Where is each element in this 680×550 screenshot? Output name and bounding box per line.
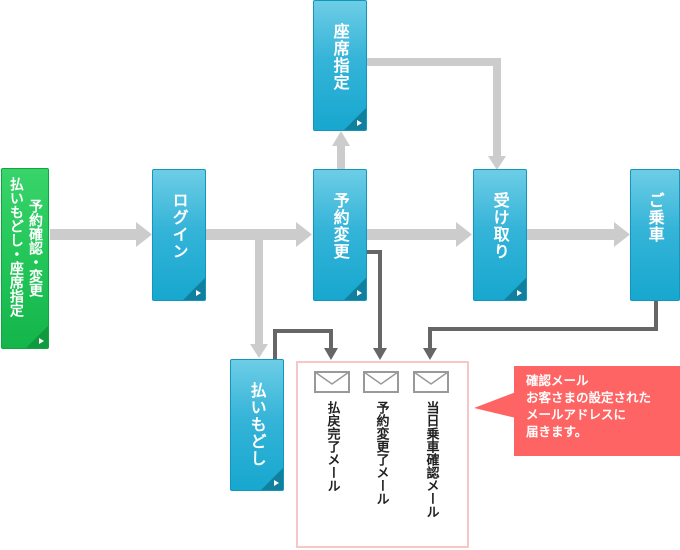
mail-item-refund: 払戻完了メール xyxy=(312,371,352,492)
refund-node-label: 払いもどし xyxy=(247,382,267,467)
flow-connectors xyxy=(50,58,630,358)
arrow-receive-to-board xyxy=(526,222,630,247)
start-node-label-right: 予約確認・変更 xyxy=(27,199,43,297)
mail-label: 当日乗車確認メール xyxy=(423,401,439,518)
board-node-label: ご乗車 xyxy=(645,192,665,243)
callout-line: 確認メール xyxy=(526,373,589,388)
envelope-icon xyxy=(314,371,350,393)
start-node-label-left: 払いもどし・座席指定 xyxy=(7,177,24,317)
envelope-icon xyxy=(413,371,449,393)
arrow-login-to-change xyxy=(206,222,312,247)
chevron-right-icon xyxy=(344,108,366,130)
arrow-refund-to-mail1 xyxy=(273,329,333,360)
mail-label: 払戻完了メール xyxy=(324,401,340,492)
board-node[interactable]: ご乗車 xyxy=(630,169,680,301)
envelope-icon xyxy=(363,371,399,393)
receive-node[interactable]: 受け取り xyxy=(473,169,527,301)
callout-line: メールアドレスに xyxy=(526,407,627,422)
chevron-right-icon xyxy=(26,326,48,348)
mail-label: 予約変更了メール xyxy=(373,401,389,505)
change-node[interactable]: 予約変更 xyxy=(313,169,367,301)
change-node-label: 予約変更 xyxy=(330,192,350,260)
arrow-login-to-refund xyxy=(250,240,268,358)
chevron-right-icon xyxy=(183,278,205,300)
callout-line: お客さまの設定された xyxy=(526,390,652,405)
arrow-change-to-mail2 xyxy=(367,250,382,350)
mail-connectors xyxy=(273,250,658,360)
callout-line: 届きます。 xyxy=(526,424,588,439)
mail-arrowheads xyxy=(324,348,437,360)
start-node[interactable]: 予約確認・変更 払いもどし・座席指定 xyxy=(1,168,49,349)
mail-item-boarding: 当日乗車確認メール xyxy=(411,371,451,518)
chevron-right-icon xyxy=(261,468,283,490)
arrow-change-to-seat xyxy=(332,131,350,169)
arrow-start-to-login xyxy=(50,222,152,247)
info-callout: 確認メール お客さまの設定された メールアドレスに 届きます。 xyxy=(514,366,680,456)
login-node[interactable]: ログイン xyxy=(152,169,206,301)
arrow-change-to-receive xyxy=(366,222,472,247)
login-node-label: ログイン xyxy=(169,192,189,260)
seat-node-label: 座席指定 xyxy=(330,23,350,91)
arrow-board-to-mail3 xyxy=(428,300,658,350)
mail-panel: 払戻完了メール 予約変更了メール 当日乗車確認メール xyxy=(296,361,469,548)
mail-item-change: 予約変更了メール xyxy=(361,371,401,505)
chevron-right-icon xyxy=(504,278,526,300)
callout-tail xyxy=(474,392,516,418)
receive-node-label: 受け取り xyxy=(490,192,510,260)
refund-node[interactable]: 払いもどし xyxy=(230,359,284,491)
arrow-seat-to-receive xyxy=(366,58,506,170)
seat-node[interactable]: 座席指定 xyxy=(313,0,367,131)
chevron-right-icon xyxy=(344,278,366,300)
